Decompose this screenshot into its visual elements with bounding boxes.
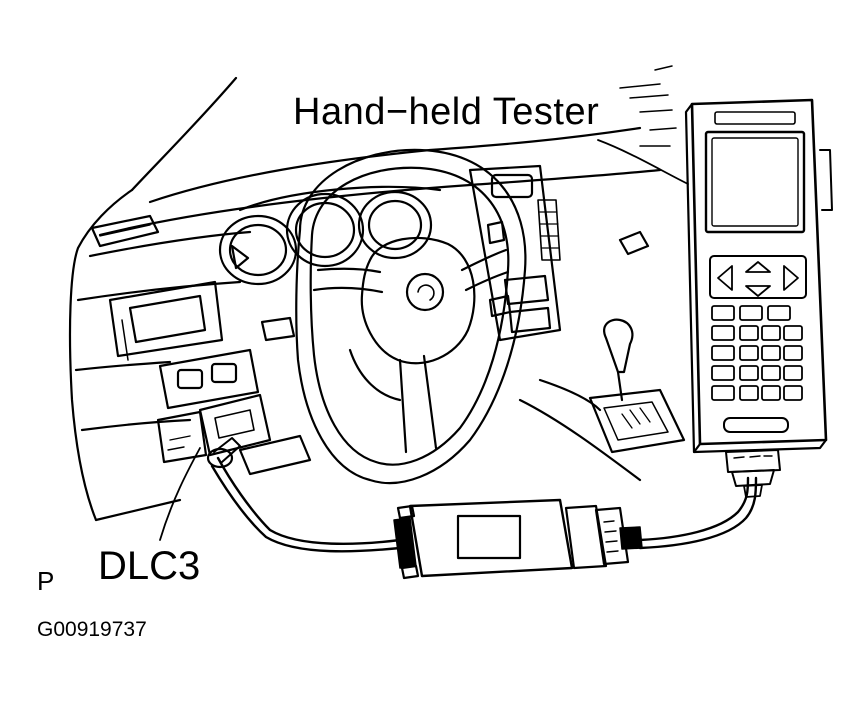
leader-lines	[159, 139, 689, 541]
tester-cable	[206, 437, 758, 553]
gear-shifter	[518, 318, 686, 482]
dlc3-leader-line	[159, 447, 201, 541]
hand-held-tester	[684, 98, 833, 498]
adapter-box	[393, 498, 643, 580]
left-switch-panel	[108, 280, 312, 476]
dlc3-label: DLC3	[98, 544, 201, 588]
figure-code-label: G00919737	[37, 618, 147, 641]
tester-keypad	[711, 305, 803, 401]
steering-wheel	[295, 148, 527, 485]
dashboard	[68, 65, 677, 522]
view-letter-label: P	[37, 566, 55, 596]
tester-leader-line	[597, 139, 689, 185]
tester-label: Hand−held Tester	[293, 91, 600, 133]
